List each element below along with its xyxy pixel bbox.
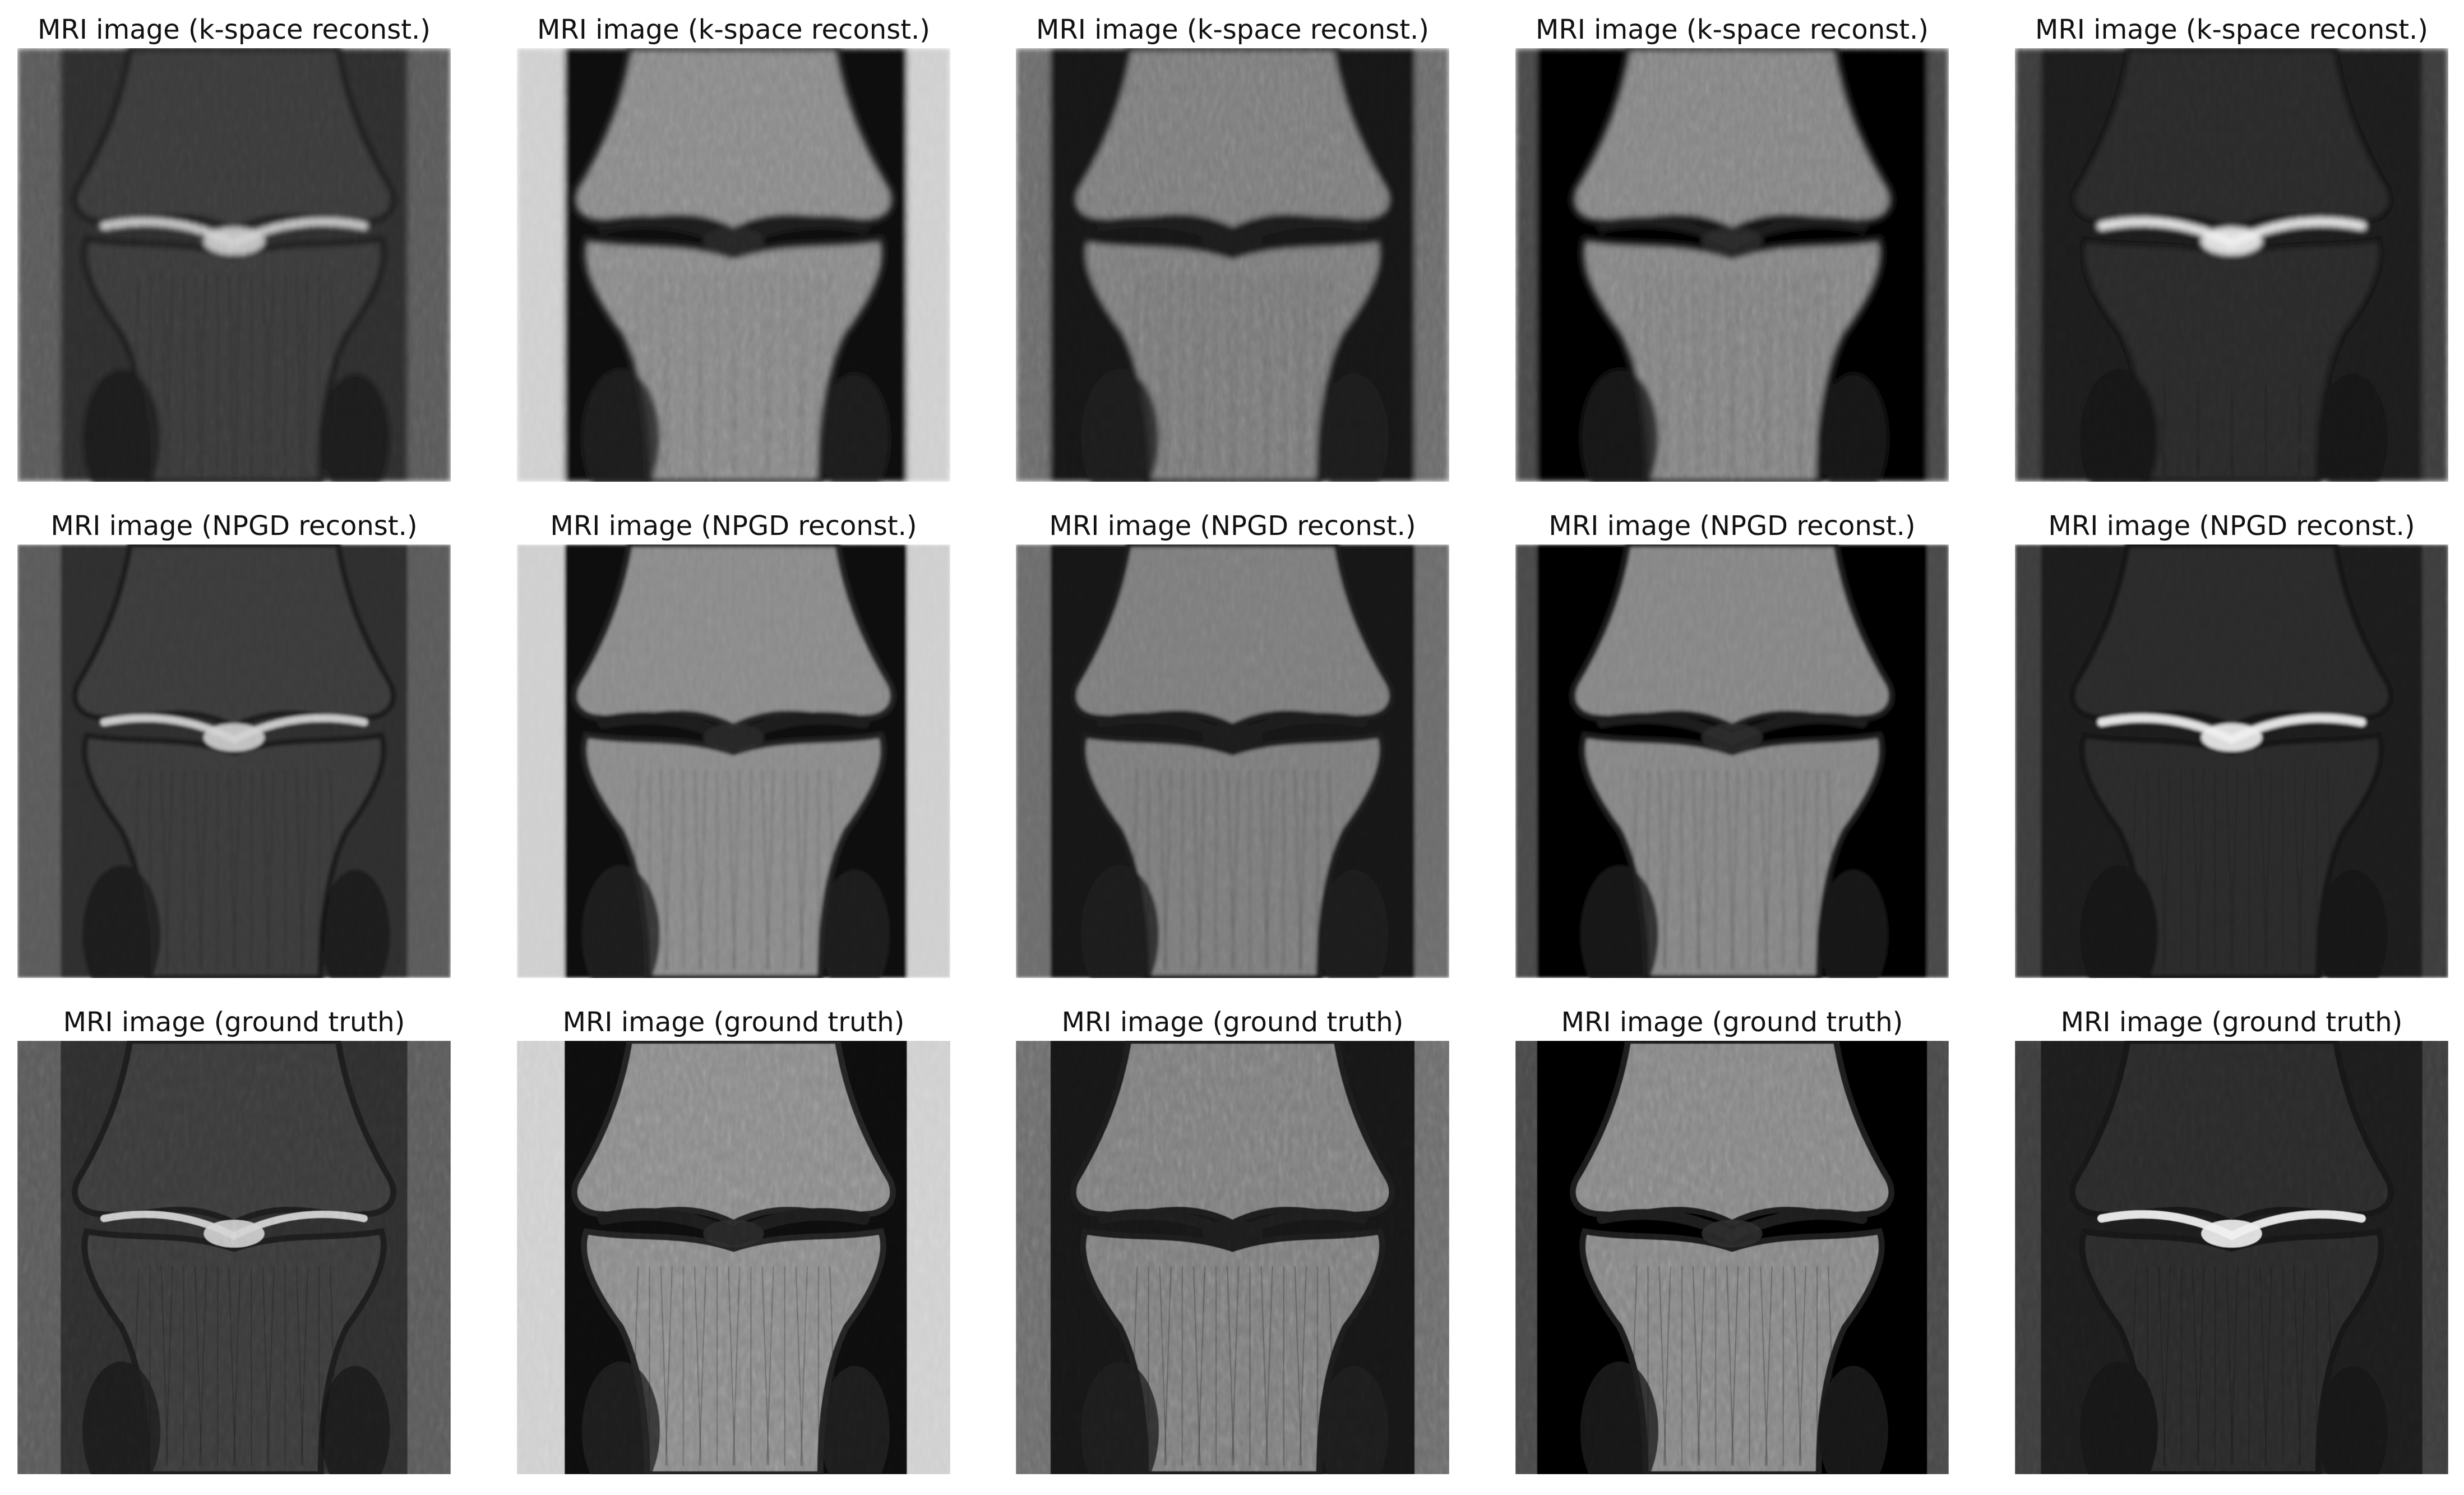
mri-image-kspace-3 [1016,48,1449,482]
mri-image-kspace-1 [17,48,451,482]
mri-image-kspace-4 [1515,48,1949,482]
mri-image-ground-truth-4 [1515,1041,1949,1474]
panel-title: MRI image (ground truth) [1561,1007,1903,1038]
panel-title: MRI image (k-space reconst.) [537,14,931,45]
panel-title: MRI image (ground truth) [562,1007,905,1038]
mri-image-ground-truth-3 [1016,1041,1449,1474]
panel-title: MRI image (NPGD reconst.) [550,510,917,542]
panel-title: MRI image (k-space reconst.) [1035,14,1430,45]
mri-image-kspace-2 [517,48,950,482]
panel-title: MRI image (k-space reconst.) [1535,14,1929,45]
panel-title: MRI image (ground truth) [63,1007,405,1038]
panel-title: MRI image (NPGD reconst.) [1548,510,1916,542]
panel-title: MRI image (k-space reconst.) [37,14,431,45]
mri-image-kspace-5 [2015,48,2448,482]
mri-image-npgd-2 [517,545,950,978]
panel-title: MRI image (ground truth) [2060,1007,2403,1038]
panel-title: MRI image (ground truth) [1061,1007,1404,1038]
mri-image-ground-truth-5 [2015,1041,2448,1474]
panel-title: MRI image (k-space reconst.) [2035,14,2429,45]
mri-image-npgd-4 [1515,545,1949,978]
mri-image-npgd-3 [1016,545,1449,978]
mri-image-ground-truth-2 [517,1041,950,1474]
mri-image-npgd-1 [17,545,451,978]
mri-image-ground-truth-1 [17,1041,451,1474]
panel-title: MRI image (NPGD reconst.) [50,510,418,542]
panel-title: MRI image (NPGD reconst.) [2048,510,2415,542]
panel-title: MRI image (NPGD reconst.) [1049,510,1416,542]
mri-image-npgd-5 [2015,545,2448,978]
